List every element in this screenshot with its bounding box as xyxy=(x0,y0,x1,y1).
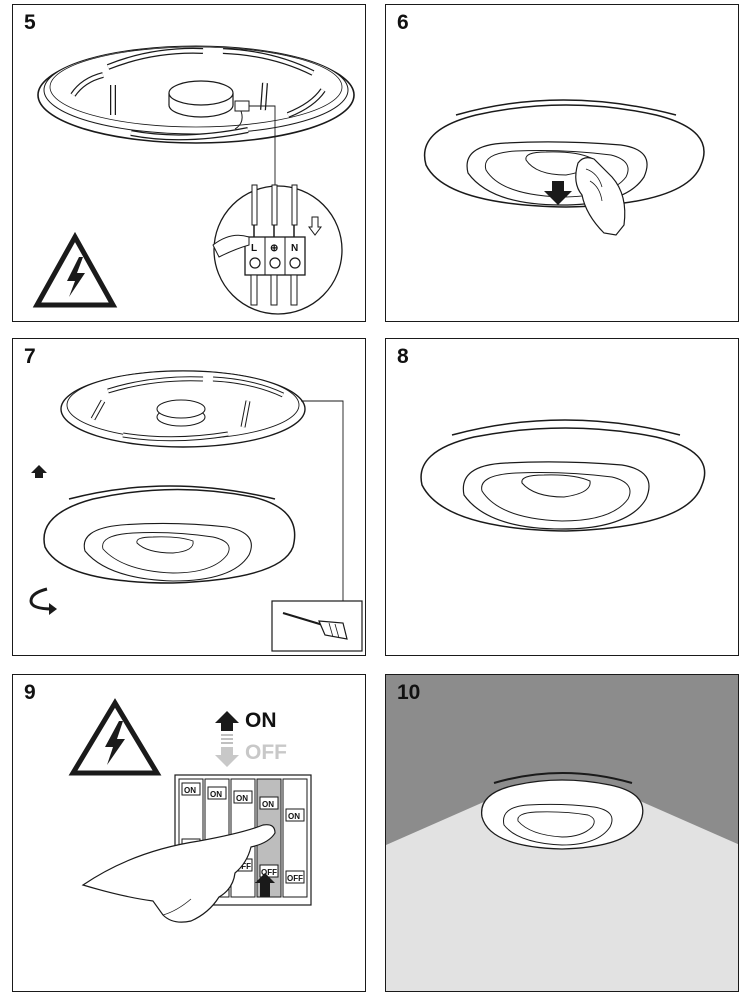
off-label: OFF xyxy=(245,741,287,764)
terminal-block: L ⊕ N xyxy=(244,184,306,306)
arrow-up-icon xyxy=(215,711,239,731)
step-number: 5 xyxy=(24,11,36,34)
step-5-panel: 5 xyxy=(12,4,366,322)
rotate-icon xyxy=(29,587,57,615)
diffuser-fit-illustration xyxy=(29,370,363,652)
switch-on-label: ON xyxy=(236,794,248,803)
terminal-live-label: L xyxy=(251,243,257,254)
step-10-panel: 10 xyxy=(385,674,739,992)
switch-off-label: OFF xyxy=(235,862,251,871)
diffuser-removal-illustration xyxy=(423,99,705,236)
terminal-neutral-label: N xyxy=(291,243,298,254)
warning-high-voltage-icon xyxy=(68,698,162,776)
step-number: 6 xyxy=(397,11,409,34)
step-number: 9 xyxy=(24,681,36,704)
terminal-earth-label: ⊕ xyxy=(270,243,278,254)
mounting-plate-wiring-illustration: L ⊕ N xyxy=(32,45,355,315)
switch-off-label: OFF xyxy=(261,868,277,877)
on-label: ON xyxy=(245,709,277,732)
switch-on-label: ON xyxy=(184,786,196,795)
step-9-panel: 9 ON O xyxy=(12,674,366,992)
arrow-up-icon xyxy=(31,465,47,478)
switch-on-power-illustration: ON ON ON ON ON OFF OFF OFF OFF OFF xyxy=(68,698,312,923)
arrow-up-icon xyxy=(255,873,275,897)
arrow-down-icon xyxy=(308,216,322,236)
step-number: 8 xyxy=(397,345,409,368)
switch-on-label: ON xyxy=(210,790,222,799)
switch-on-label: ON xyxy=(288,812,300,821)
screwdriver-icon xyxy=(282,612,348,640)
luminaire-lit-illustration xyxy=(386,675,738,991)
step-7-panel: 7 xyxy=(12,338,366,656)
warning-high-voltage-icon xyxy=(32,231,118,308)
switch-off-label: OFF xyxy=(287,874,303,883)
installed-luminaire-illustration xyxy=(420,419,706,532)
step-number: 10 xyxy=(397,681,421,704)
step-8-panel: 8 xyxy=(385,338,739,656)
switch-on-label: ON xyxy=(262,800,274,809)
step-number: 7 xyxy=(24,345,36,368)
arrow-down-icon xyxy=(544,181,572,205)
arrow-down-icon xyxy=(215,747,239,767)
step-6-panel: 6 xyxy=(385,4,739,322)
